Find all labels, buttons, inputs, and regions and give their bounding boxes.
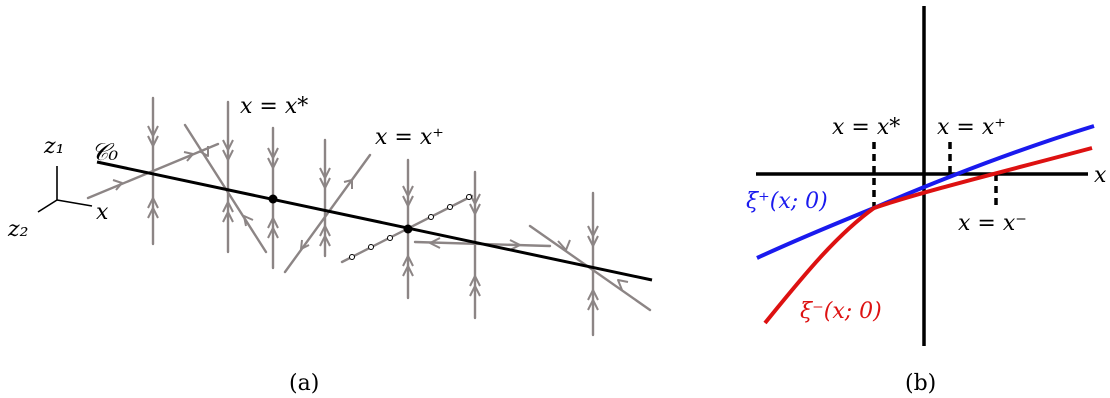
annotation-x-plus-a: x = x⁺ (375, 125, 444, 150)
arrow-up-icon (222, 201, 234, 213)
z2-axis (37, 199, 58, 213)
arrow-up-icon (469, 275, 481, 287)
arrow-icon (112, 179, 123, 191)
dashed-markers (872, 142, 998, 208)
arrow-down-icon (222, 139, 234, 151)
z1-label: z₁ (43, 134, 64, 159)
arrow-down-icon (319, 177, 331, 189)
equilibrium-point-x-plus (403, 224, 413, 234)
arrow-up-icon (222, 211, 234, 223)
arrow-left-icon (429, 237, 441, 249)
arrow-up-icon (267, 227, 279, 239)
arrow-icon (343, 179, 353, 189)
arrow-down-icon (587, 225, 599, 237)
arrow-down-icon (267, 157, 279, 169)
x-axis-a (56, 199, 93, 207)
open-point (428, 214, 434, 220)
curve-xi-minus (763, 146, 1093, 325)
curve-label-c0: 𝒞₀ (91, 138, 118, 166)
arrow-down-icon (147, 125, 159, 137)
arrow-icon (183, 151, 194, 162)
arrow-down-icon (147, 135, 159, 147)
arrow-up-icon (469, 285, 481, 297)
panel-b: x x = x* x = x⁺ x = x⁻ ξ⁺(x; 0) ξ⁻(x; 0)… (746, 6, 1107, 396)
arrow-icon (557, 239, 571, 251)
open-point-markers (349, 194, 472, 260)
arrow-icon (617, 279, 629, 291)
panel-a: 𝒞₀ z₁ z₂ x x = x* x = x⁺ (a) (7, 94, 653, 396)
arrow-icon (300, 239, 310, 250)
axes-triad (37, 166, 93, 213)
arrow-down-icon (267, 147, 279, 159)
arrow-down-icon (402, 195, 414, 207)
annotation-x-plus-b: x = x⁺ (937, 115, 1006, 140)
arrow-icon (243, 215, 254, 227)
open-point (349, 254, 355, 260)
arrow-up-icon (147, 207, 159, 219)
arrow-down-icon (469, 203, 481, 215)
caption-b: (b) (905, 371, 936, 396)
annotation-x-star-b: x = x* (832, 115, 900, 140)
arrow-up-icon (587, 299, 599, 311)
z2-label: z₂ (7, 217, 28, 242)
label-xi-plus: ξ⁺(x; 0) (746, 189, 828, 214)
arrow-up-icon (587, 289, 599, 301)
open-point (368, 244, 374, 250)
caption-a: (a) (289, 371, 319, 396)
arrow-down-icon (319, 167, 331, 179)
arrow-up-icon (402, 255, 414, 267)
flow-line (86, 142, 220, 200)
arrow-up-icon (267, 217, 279, 229)
arrow-down-icon (402, 185, 414, 197)
flow-lines (86, 96, 652, 337)
annotation-x-minus-b: x = x⁻ (958, 211, 1027, 236)
label-xi-minus: ξ⁻(x; 0) (800, 299, 882, 324)
arrow-up-icon (402, 265, 414, 277)
flow-line (283, 153, 372, 274)
flow-arrows (112, 125, 629, 311)
arrow-icon (198, 146, 209, 157)
arrow-right-icon (509, 239, 521, 251)
equilibrium-point-x-star (268, 194, 278, 204)
open-point (466, 194, 472, 200)
open-point (447, 204, 453, 210)
critical-curve-c0 (96, 160, 653, 282)
annotation-x-star-a: x = x* (240, 94, 308, 119)
arrow-down-icon (222, 149, 234, 161)
arrow-up-icon (319, 225, 331, 237)
arrow-up-icon (319, 235, 331, 247)
arrow-down-icon (587, 235, 599, 247)
open-point (387, 235, 393, 241)
x-axis-label-b: x (1094, 163, 1107, 188)
x-label-a: x (96, 200, 109, 225)
arrow-up-icon (147, 197, 159, 209)
